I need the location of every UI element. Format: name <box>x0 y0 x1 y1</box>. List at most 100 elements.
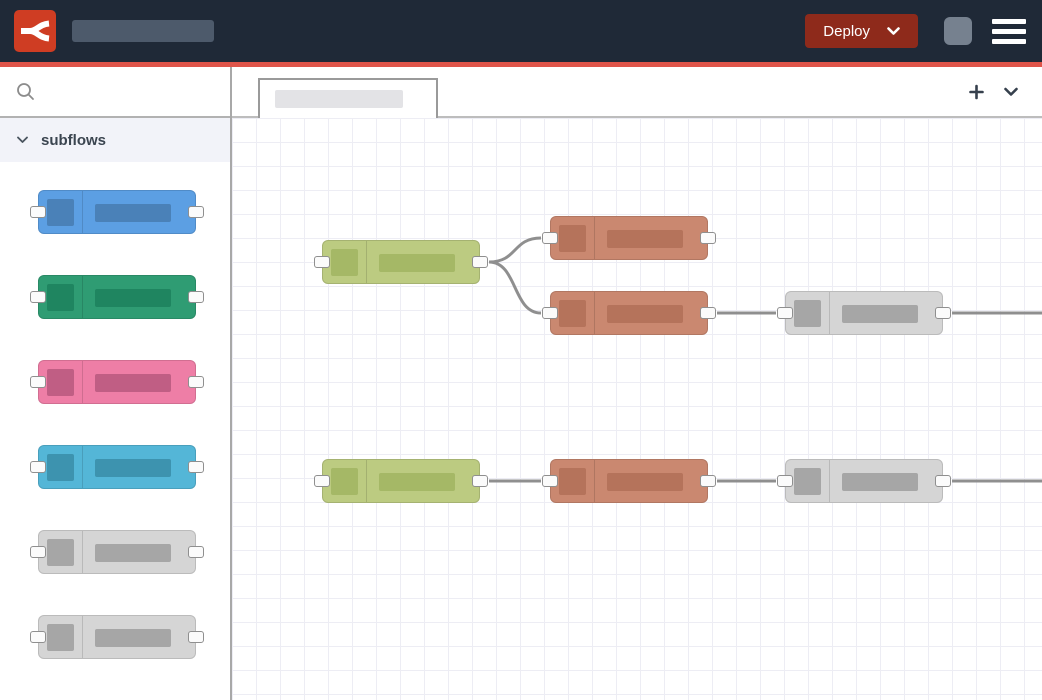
node-label-placeholder <box>379 473 455 491</box>
palette-node-cyan[interactable] <box>30 445 204 489</box>
node-red-logo-icon <box>14 10 56 52</box>
flow-node-palette-gray-2[interactable] <box>30 615 204 659</box>
wire-layer <box>488 236 1042 483</box>
node-icon-divider <box>82 531 83 573</box>
node-input-port[interactable] <box>30 376 46 388</box>
flow-node-gray-1[interactable] <box>777 291 951 335</box>
node-icon-divider <box>366 460 367 502</box>
node-output-port[interactable] <box>700 475 716 487</box>
flow-node-salmon-1[interactable] <box>542 216 716 260</box>
palette-search[interactable] <box>0 67 230 118</box>
node-output-port[interactable] <box>700 232 716 244</box>
node-label-placeholder <box>95 629 171 647</box>
node-icon <box>47 369 74 396</box>
node-input-port[interactable] <box>314 256 330 268</box>
palette-node-blue[interactable] <box>30 190 204 234</box>
palette-node-pink[interactable] <box>30 360 204 404</box>
flow-node-gray-2[interactable] <box>777 459 951 503</box>
palette-sidebar: subflows <box>0 67 232 700</box>
flow-node-palette-green[interactable] <box>30 275 204 319</box>
node-label-placeholder <box>95 204 171 222</box>
node-label-placeholder <box>842 473 918 491</box>
node-input-port[interactable] <box>30 631 46 643</box>
flow-tab-bar <box>232 67 1042 118</box>
node-icon <box>47 454 74 481</box>
node-output-port[interactable] <box>472 475 488 487</box>
flow-node-salmon-2[interactable] <box>542 291 716 335</box>
flow-node-olive-2[interactable] <box>314 459 488 503</box>
node-icon <box>559 300 586 327</box>
palette-list <box>0 162 230 700</box>
chevron-down-icon <box>887 26 900 35</box>
node-input-port[interactable] <box>542 232 558 244</box>
deploy-button[interactable]: Deploy <box>805 14 918 48</box>
node-icon <box>794 468 821 495</box>
node-label-placeholder <box>842 305 918 323</box>
node-icon <box>794 300 821 327</box>
main-menu-button[interactable] <box>992 17 1026 46</box>
chevron-down-icon <box>17 136 28 143</box>
hamburger-icon <box>992 28 1026 34</box>
node-input-port[interactable] <box>314 475 330 487</box>
flow-node-palette-blue[interactable] <box>30 190 204 234</box>
node-icon <box>559 468 586 495</box>
node-icon-divider <box>594 460 595 502</box>
user-avatar[interactable] <box>944 17 972 45</box>
palette-node-green[interactable] <box>30 275 204 319</box>
node-output-port[interactable] <box>188 376 204 388</box>
search-icon <box>17 83 34 100</box>
node-input-port[interactable] <box>30 291 46 303</box>
node-input-port[interactable] <box>30 546 46 558</box>
palette-node-gray-1[interactable] <box>30 530 204 574</box>
node-label-placeholder <box>607 473 683 491</box>
flow-canvas-area <box>232 67 1042 700</box>
palette-category-subflows[interactable]: subflows <box>0 118 230 162</box>
node-icon-divider <box>82 276 83 318</box>
node-input-port[interactable] <box>30 206 46 218</box>
node-icon-divider <box>82 446 83 488</box>
flow-list-button[interactable] <box>1002 85 1020 98</box>
node-output-port[interactable] <box>188 291 204 303</box>
node-output-port[interactable] <box>188 546 204 558</box>
node-output-port[interactable] <box>472 256 488 268</box>
flow-node-palette-pink[interactable] <box>30 360 204 404</box>
hamburger-icon <box>992 18 1026 24</box>
node-label-placeholder <box>379 254 455 272</box>
node-input-port[interactable] <box>777 475 793 487</box>
node-icon <box>559 225 586 252</box>
add-flow-button[interactable] <box>967 82 986 101</box>
wire[interactable] <box>488 236 542 264</box>
wire[interactable] <box>488 260 542 315</box>
flow-node-olive-1[interactable] <box>314 240 488 284</box>
flow-workspace[interactable] <box>232 118 1042 700</box>
palette-node-gray-2[interactable] <box>30 615 204 659</box>
node-input-port[interactable] <box>542 307 558 319</box>
node-icon <box>47 624 74 651</box>
node-output-port[interactable] <box>700 307 716 319</box>
node-output-port[interactable] <box>188 461 204 473</box>
node-output-port[interactable] <box>935 307 951 319</box>
node-icon <box>47 199 74 226</box>
node-icon-divider <box>82 191 83 233</box>
header-accent-line <box>0 62 1042 67</box>
node-icon-divider <box>594 217 595 259</box>
node-label-placeholder <box>95 459 171 477</box>
node-output-port[interactable] <box>188 206 204 218</box>
node-icon-divider <box>829 292 830 334</box>
node-output-port[interactable] <box>935 475 951 487</box>
node-icon <box>47 284 74 311</box>
node-icon-divider <box>82 361 83 403</box>
node-input-port[interactable] <box>542 475 558 487</box>
node-label-placeholder <box>607 305 683 323</box>
flow-node-palette-cyan[interactable] <box>30 445 204 489</box>
node-label-placeholder <box>607 230 683 248</box>
node-input-port[interactable] <box>777 307 793 319</box>
node-label-placeholder <box>95 289 171 307</box>
flow-tab-active[interactable] <box>258 78 438 118</box>
header-bar: Deploy <box>0 0 1042 62</box>
node-icon-divider <box>829 460 830 502</box>
flow-node-salmon-3[interactable] <box>542 459 716 503</box>
node-input-port[interactable] <box>30 461 46 473</box>
node-output-port[interactable] <box>188 631 204 643</box>
flow-node-palette-gray-1[interactable] <box>30 530 204 574</box>
